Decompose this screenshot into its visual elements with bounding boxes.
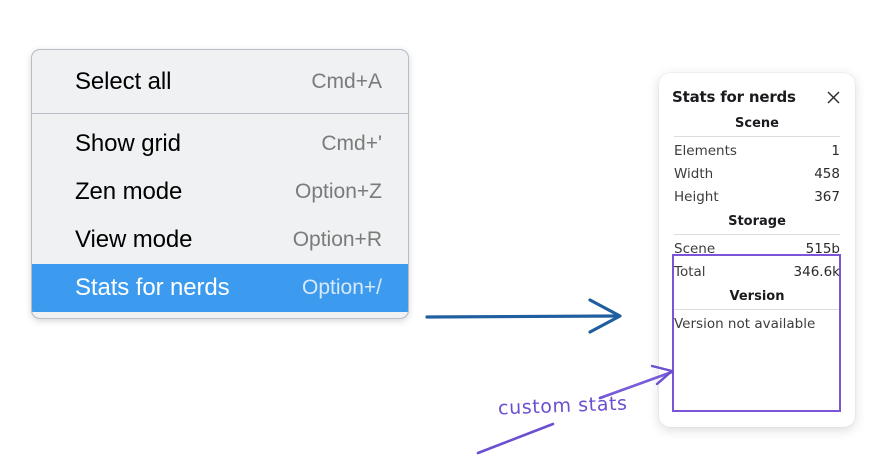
row-label: Total — [674, 263, 706, 280]
context-menu[interactable]: Select all Cmd+A Show grid Cmd+' Zen mod… — [31, 49, 409, 319]
menu-item-shortcut: Option+R — [292, 228, 382, 251]
custom-stats-annotation-label: custom stats — [497, 392, 628, 420]
custom-stats-underline-stroke — [476, 422, 555, 455]
menu-item-select-all[interactable]: Select all Cmd+A — [32, 58, 408, 106]
row-label: Width — [674, 165, 714, 182]
stats-for-nerds-panel: Stats for nerds Scene Elements 1 Width 4… — [659, 73, 855, 427]
stats-panel-title: Stats for nerds — [672, 88, 796, 106]
menu-item-label: Show grid — [75, 130, 181, 157]
menu-item-label: Stats for nerds — [75, 274, 230, 301]
stats-panel-header: Stats for nerds — [672, 84, 842, 110]
menu-item-label: Zen mode — [75, 178, 183, 205]
menu-item-shortcut: Option+/ — [302, 276, 382, 299]
row-label: Elements — [674, 142, 737, 159]
menu-to-panel-arrow — [425, 298, 622, 334]
section-heading: Storage — [728, 214, 786, 229]
menu-item-label: Select all — [75, 68, 172, 95]
menu-item-show-grid[interactable]: Show grid Cmd+' — [32, 120, 408, 168]
version-value: Version not available — [674, 316, 816, 332]
stats-section-version: Version Version not available — [672, 283, 842, 336]
menu-item-shortcut: Cmd+' — [321, 132, 382, 155]
section-rule — [674, 136, 840, 137]
menu-item-shortcut: Option+Z — [295, 180, 382, 203]
row-value: 367 — [814, 188, 840, 205]
row-value: 1 — [831, 142, 840, 159]
row-value: 458 — [814, 165, 840, 182]
table-row: Width 458 — [672, 162, 842, 185]
section-rule — [674, 234, 840, 235]
table-row: Height 367 — [672, 185, 842, 208]
menu-group-view: Show grid Cmd+' Zen mode Option+Z View m… — [32, 114, 408, 318]
table-row: Scene 515b — [672, 237, 842, 260]
menu-group-primary: Select all Cmd+A — [32, 50, 408, 113]
menu-item-zen-mode[interactable]: Zen mode Option+Z — [32, 168, 408, 216]
stats-section-scene: Scene Elements 1 Width 458 Height 367 — [672, 110, 842, 208]
section-heading: Scene — [735, 116, 779, 131]
section-rule — [674, 309, 840, 310]
row-label: Scene — [674, 240, 716, 257]
menu-item-view-mode[interactable]: View mode Option+R — [32, 216, 408, 264]
menu-item-label: View mode — [75, 226, 193, 253]
menu-divider — [32, 113, 408, 114]
row-value: 346.6k — [793, 263, 840, 280]
menu-item-stats-for-nerds[interactable]: Stats for nerds Option+/ — [32, 264, 408, 312]
row-label: Height — [674, 188, 719, 205]
row-value: 515b — [805, 240, 840, 257]
section-heading: Version — [729, 289, 785, 304]
menu-item-shortcut: Cmd+A — [311, 70, 382, 93]
table-row: Total 346.6k — [672, 260, 842, 283]
stats-section-storage: Storage Scene 515b Total 346.6k — [672, 208, 842, 283]
table-row: Elements 1 — [672, 139, 842, 162]
close-icon[interactable] — [824, 88, 842, 106]
